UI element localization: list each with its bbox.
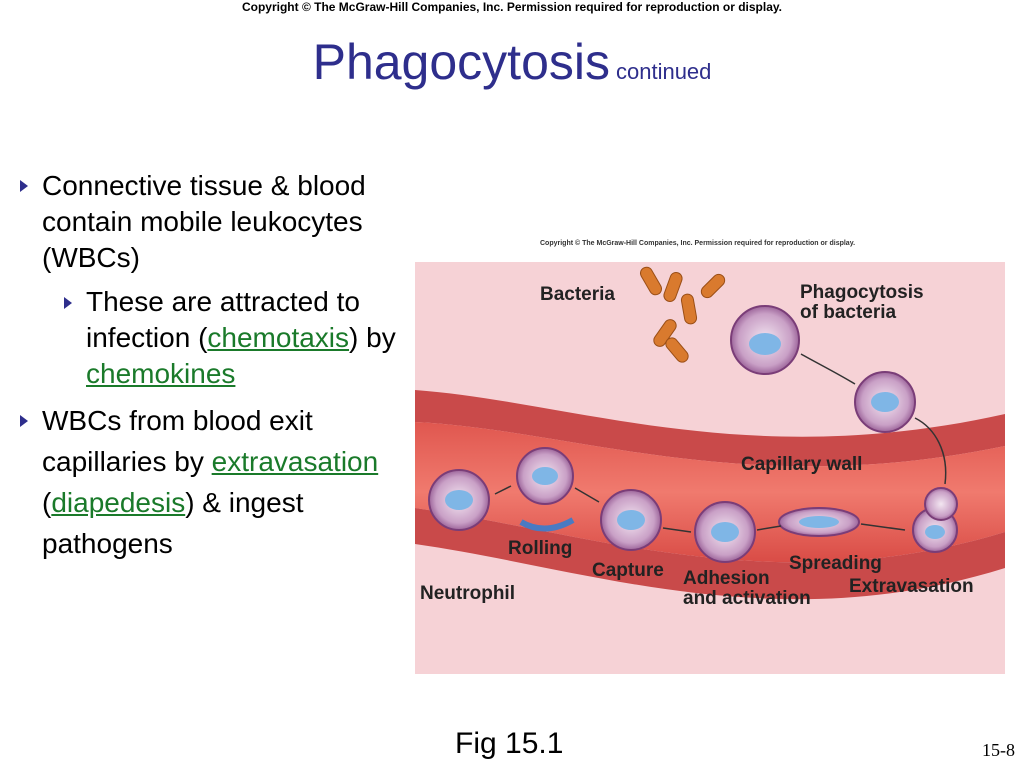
label-phagocytosis: Phagocytosis	[800, 282, 924, 303]
label-neutrophil: Neutrophil	[420, 583, 515, 604]
bacteria-cluster	[640, 266, 726, 363]
bullet-arrow-icon	[20, 180, 28, 192]
bullet-arrow-icon	[64, 297, 72, 309]
vessel-lower-wall	[415, 508, 1005, 600]
bullet-2: WBCs from blood exit capillaries by extr…	[18, 400, 398, 564]
label-spreading: Spreading	[789, 553, 882, 574]
bullet-2-post: ) & ingest pathogens	[42, 487, 304, 559]
diapedesis-link[interactable]: diapedesis	[51, 487, 186, 518]
title-main: Phagocytosis	[312, 34, 610, 90]
label-rolling: Rolling	[508, 538, 573, 559]
rolling-arrow	[519, 517, 575, 532]
chemokines-link[interactable]: chemokines	[86, 358, 236, 389]
chemotaxis-link[interactable]: chemotaxis	[207, 322, 350, 353]
bullet-2-text: WBCs from blood exit capillaries by	[42, 405, 313, 477]
bullet-2-paren: (	[42, 487, 52, 518]
label-bacteria: Bacteria	[540, 284, 615, 305]
label-of-bacteria: of bacteria	[800, 302, 897, 323]
cell-nuclei	[445, 333, 945, 542]
label-capillary-wall: Capillary wall	[741, 454, 863, 475]
label-capture: Capture	[592, 560, 664, 581]
title-sub: continued	[615, 59, 712, 84]
label-and-activation: and activation	[683, 588, 811, 609]
extravasation-link[interactable]: extravasation	[211, 446, 379, 477]
label-extravasation: Extravasation	[849, 576, 974, 597]
figure-caption: Fig 15.1	[455, 727, 564, 760]
bullet-arrow-icon	[20, 415, 28, 427]
copyright-notice: Copyright © The McGraw-Hill Companies, I…	[241, 0, 783, 14]
bullet-1: Connective tissue & blood contain mobile…	[18, 168, 398, 276]
bullet-1-sub-text: These are attracted to infection (	[86, 286, 360, 353]
bullet-1-sub-mid: ) by	[349, 322, 396, 353]
bullet-list: Connective tissue & blood contain mobile…	[18, 168, 398, 572]
label-adhesion: Adhesion	[683, 568, 770, 589]
bullet-1-text: Connective tissue & blood contain mobile…	[42, 170, 366, 273]
bullet-1-sub: These are attracted to infection (chemot…	[62, 284, 398, 392]
vessel-upper-wall	[415, 390, 1005, 467]
capillary-figure	[415, 262, 1005, 674]
page-number: 15-8	[982, 740, 1015, 760]
figure-copyright: Copyright © The McGraw-Hill Companies, I…	[540, 240, 856, 247]
process-arrows	[494, 353, 947, 533]
